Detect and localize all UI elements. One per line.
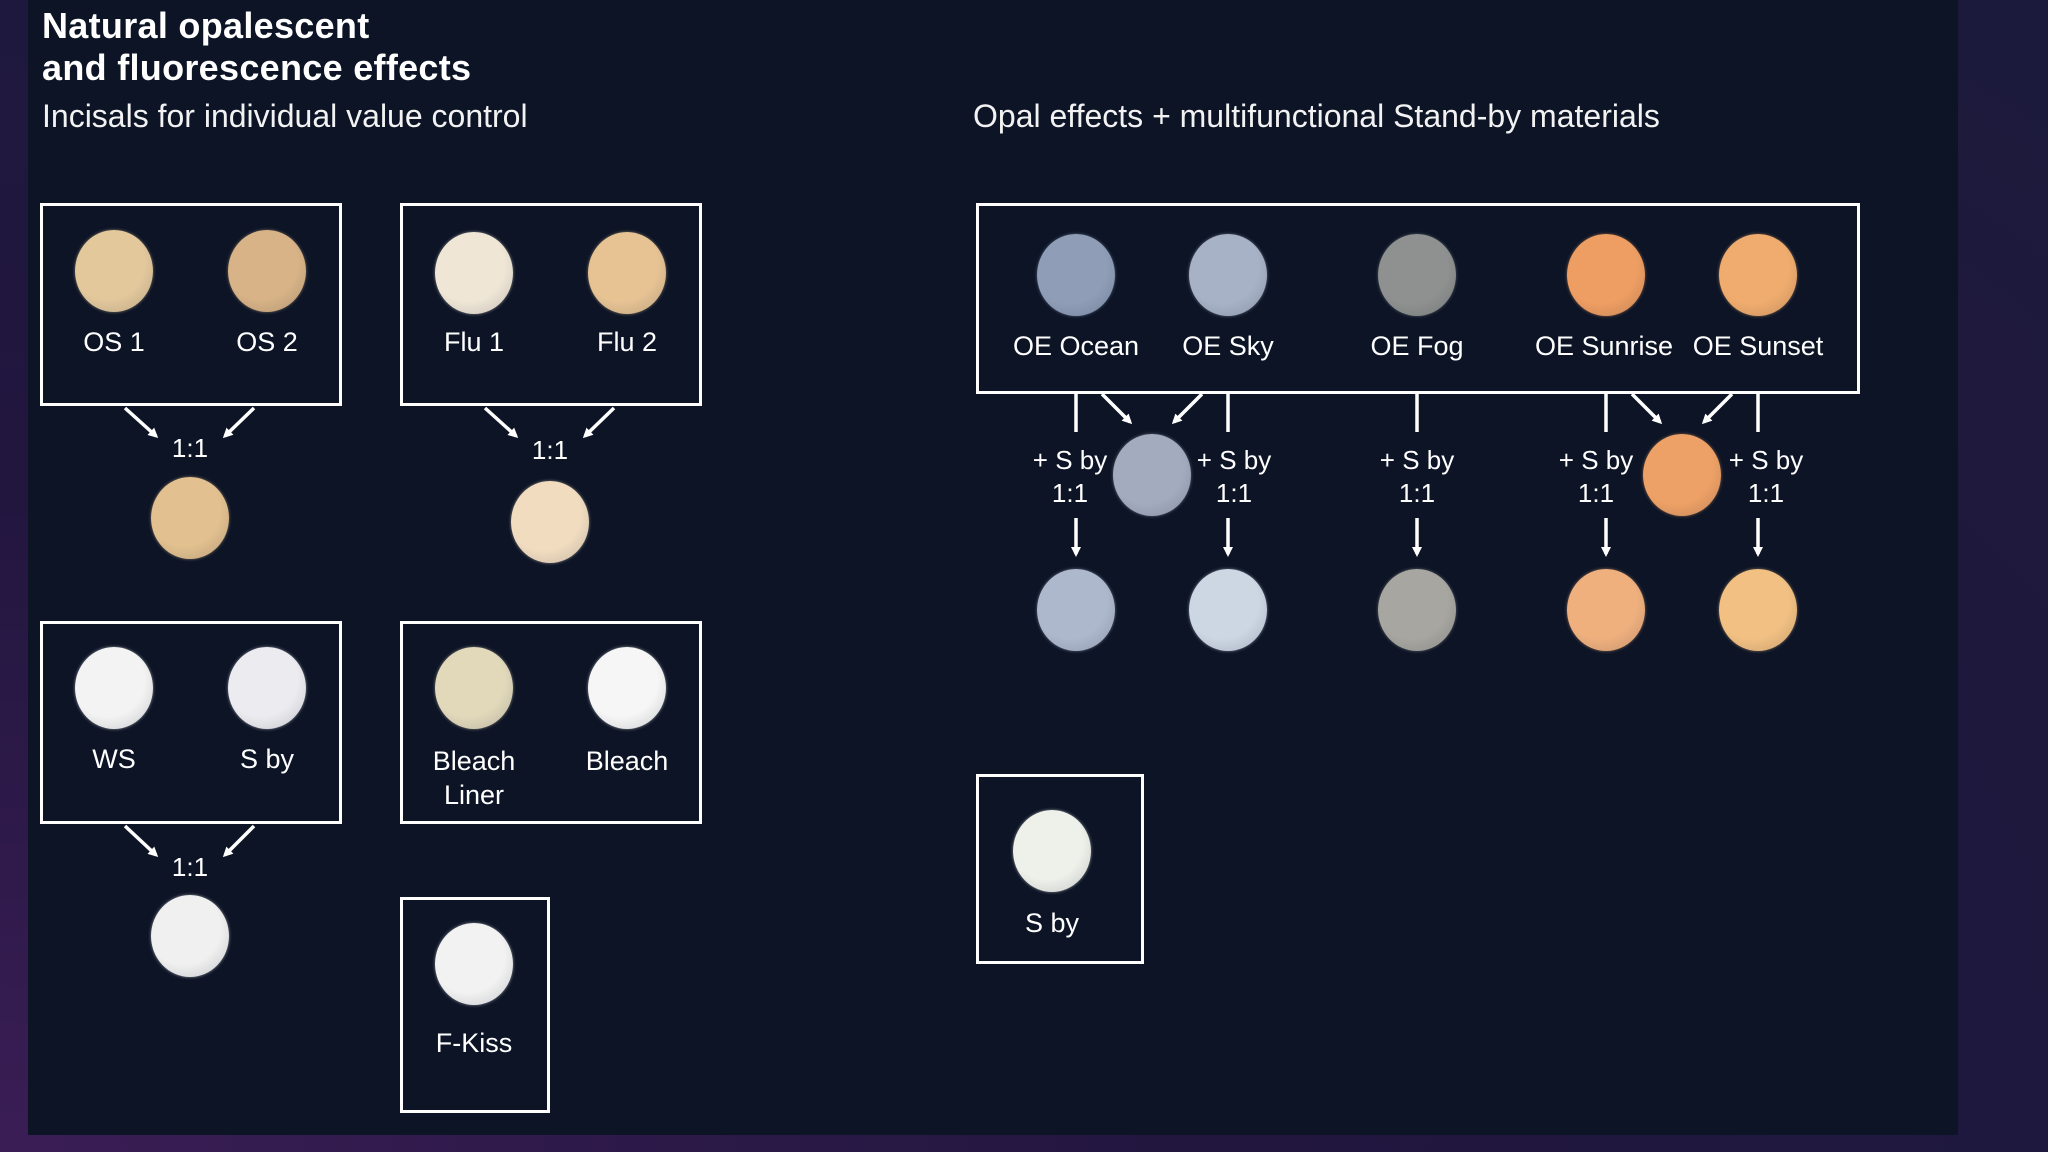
arrow <box>222 406 256 439</box>
fkiss-box <box>400 897 550 1113</box>
fkiss-swatch <box>435 923 513 1005</box>
left-subtitle: Incisals for individual value control <box>42 98 528 134</box>
sby-single-label: S by <box>1024 908 1080 938</box>
sby-box <box>976 774 1144 964</box>
oe-fog-label: OE Fog <box>1370 331 1464 361</box>
sky-result-swatch <box>1189 569 1267 651</box>
os1-swatch <box>75 230 153 312</box>
flu-ratio: 1:1 <box>531 435 569 465</box>
fog-ratio: 1:1 <box>1398 478 1436 508</box>
ocean-sky-mix-swatch <box>1113 434 1191 516</box>
arrow <box>1100 392 1133 425</box>
ws-mix-swatch <box>151 895 229 977</box>
sunrise-result-swatch <box>1567 569 1645 651</box>
arrow <box>123 824 159 858</box>
fkiss-label: F-Kiss <box>435 1028 513 1058</box>
os-ratio: 1:1 <box>171 433 209 463</box>
arrow <box>1630 392 1663 425</box>
oe-sunrise-label: OE Sunrise <box>1534 331 1674 361</box>
arrow <box>582 406 616 439</box>
os-mix-swatch <box>151 477 229 559</box>
oe-sunset-label: OE Sunset <box>1692 331 1824 361</box>
ocean-result-swatch <box>1037 569 1115 651</box>
bleach-box <box>400 621 702 824</box>
os1-label: OS 1 <box>83 327 145 357</box>
title-line-2: and fluorescence effects <box>42 47 472 88</box>
sunset-plus-sby: + S by <box>1728 445 1804 475</box>
oe-ocean-label: OE Ocean <box>1012 331 1140 361</box>
ocean-plus-sby: + S by <box>1032 445 1108 475</box>
bleach-label: Bleach <box>585 746 669 776</box>
flu1-label: Flu 1 <box>443 327 505 357</box>
os2-label: OS 2 <box>236 327 298 357</box>
arrow <box>1171 392 1204 425</box>
sby-label: S by <box>239 744 295 774</box>
bleach-liner-swatch <box>435 647 513 729</box>
sky-plus-sby: + S by <box>1196 445 1272 475</box>
oe-ocean-swatch <box>1037 234 1115 316</box>
connector-arrows <box>123 392 1763 858</box>
oe-sunset-swatch <box>1719 234 1797 316</box>
arrow <box>123 406 159 439</box>
oe-sky-swatch <box>1189 234 1267 316</box>
os-box <box>40 203 342 406</box>
sunset-result-swatch <box>1719 569 1797 651</box>
flu1-swatch <box>435 232 513 314</box>
flu-box <box>400 203 702 406</box>
sky-ratio: 1:1 <box>1215 478 1253 508</box>
fog-result-swatch <box>1378 569 1456 651</box>
arrow <box>222 824 256 858</box>
ocean-ratio: 1:1 <box>1051 478 1089 508</box>
flu-mix-swatch <box>511 481 589 563</box>
sunrise-ratio: 1:1 <box>1577 478 1615 508</box>
ws-label: WS <box>92 744 136 774</box>
sunrise-sunset-mix-swatch <box>1643 434 1721 516</box>
sunset-ratio: 1:1 <box>1747 478 1785 508</box>
sby-swatch <box>228 647 306 729</box>
ws-box <box>40 621 342 824</box>
bleach-liner-label-2: Liner <box>443 780 505 810</box>
oe-sunrise-swatch <box>1567 234 1645 316</box>
oe-fog-swatch <box>1378 234 1456 316</box>
oe-sky-label: OE Sky <box>1182 331 1274 361</box>
ws-ratio: 1:1 <box>171 852 209 882</box>
os2-swatch <box>228 230 306 312</box>
arrow <box>483 406 519 439</box>
right-subtitle: Opal effects + multifunctional Stand-by … <box>973 98 1660 134</box>
bleach-swatch <box>588 647 666 729</box>
title-line-1: Natural opalescent <box>42 5 370 46</box>
oe-box <box>976 203 1860 394</box>
bleach-liner-label-1: Bleach <box>432 746 516 776</box>
fog-plus-sby: + S by <box>1379 445 1455 475</box>
flu2-swatch <box>588 232 666 314</box>
sby-single-swatch <box>1013 810 1091 892</box>
arrow <box>1701 392 1734 425</box>
flu2-label: Flu 2 <box>596 327 658 357</box>
ws-swatch <box>75 647 153 729</box>
content-panel: Natural opalescent and fluorescence effe… <box>28 0 1958 1135</box>
sunrise-plus-sby: + S by <box>1558 445 1634 475</box>
